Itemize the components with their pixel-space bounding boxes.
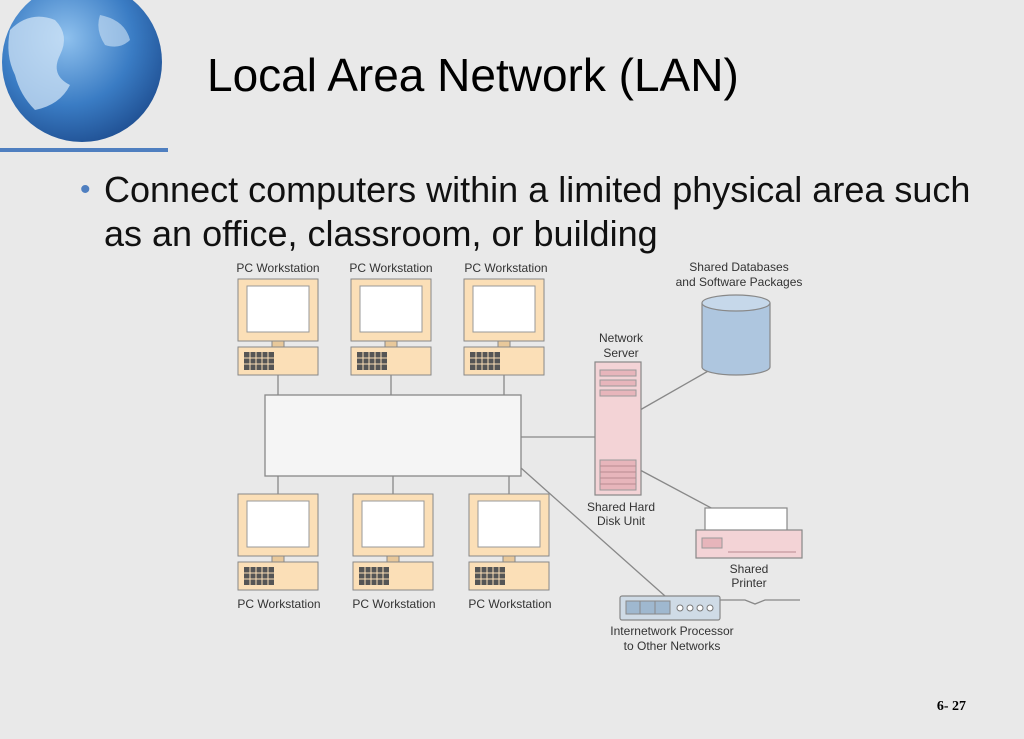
page-number: 6- 27: [936, 699, 966, 714]
title-underline: [0, 148, 168, 152]
shared-printer-label-2: Printer: [731, 576, 766, 590]
internetwork-label-2: to Other Networks: [624, 639, 721, 653]
network-links: [277, 369, 800, 605]
workstation-bottom-3-label: PC Workstation: [468, 597, 551, 611]
workstation-top-3: [463, 278, 545, 376]
workstation-top-2: [350, 278, 432, 376]
shared-databases-label-1: Shared Databases: [689, 260, 788, 274]
workstation-top-1: [237, 278, 319, 376]
shared-disk-label-2: Disk Unit: [597, 514, 646, 528]
workstation-top-3-label: PC Workstation: [464, 261, 547, 275]
workstation-bottom-2: [352, 493, 434, 591]
workstation-bottom-1: [237, 493, 319, 591]
workstation-top-2-label: PC Workstation: [349, 261, 432, 275]
slide-title: Local Area Network (LAN): [207, 49, 739, 101]
printer-icon: [695, 507, 803, 559]
bullet-text: Connect computers within a limited physi…: [104, 169, 971, 254]
network-hub: [264, 394, 522, 477]
bullet-marker: •: [80, 173, 91, 206]
globe-logo: [0, 0, 170, 152]
shared-printer-label-1: Shared: [730, 562, 769, 576]
internetwork-processor-icon: [619, 595, 721, 621]
network-server-label-1: Network: [599, 331, 644, 345]
shared-disk-label-1: Shared Hard: [587, 500, 655, 514]
workstation-bottom-2-label: PC Workstation: [352, 597, 435, 611]
internetwork-label-1: Internetwork Processor: [610, 624, 733, 638]
workstation-bottom-3: [468, 493, 550, 591]
server-tower: [594, 361, 642, 496]
network-server-label-2: Server: [603, 346, 638, 360]
shared-databases-label-2: and Software Packages: [676, 275, 803, 289]
workstation-top-1-label: PC Workstation: [236, 261, 319, 275]
workstation-bottom-1-label: PC Workstation: [237, 597, 320, 611]
database-icon: [701, 294, 771, 376]
